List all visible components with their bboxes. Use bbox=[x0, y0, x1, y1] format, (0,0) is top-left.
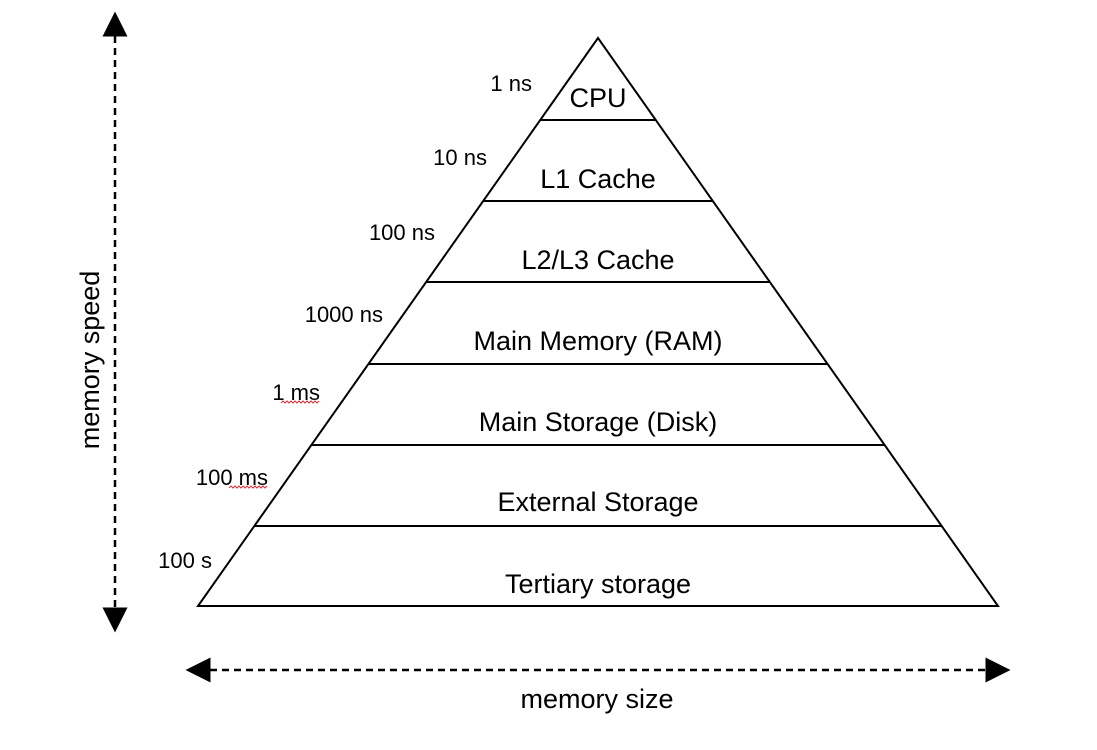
level-dividers bbox=[254, 119, 942, 527]
latency-cpu: 1 ns bbox=[490, 71, 532, 96]
latency-tertiary: 100 s bbox=[158, 548, 212, 573]
level-tertiary-storage: Tertiary storage bbox=[505, 569, 691, 599]
level-main-storage: Main Storage (Disk) bbox=[479, 407, 718, 437]
latency-l1: 10 ns bbox=[433, 145, 487, 170]
level-l1-cache: L1 Cache bbox=[540, 164, 656, 194]
level-l2-l3-cache: L2/L3 Cache bbox=[521, 245, 674, 275]
size-axis-label: memory size bbox=[520, 684, 673, 714]
latency-l2-l3: 100 ns bbox=[369, 220, 435, 245]
latency-external: 100 ms bbox=[196, 465, 268, 490]
level-external-storage: External Storage bbox=[497, 487, 698, 517]
latency-disk: 1 ms bbox=[272, 380, 320, 405]
latency-ram: 1000 ns bbox=[305, 302, 383, 327]
spellcheck-underline bbox=[280, 400, 320, 404]
spellcheck-underline bbox=[228, 485, 268, 489]
level-main-memory: Main Memory (RAM) bbox=[473, 326, 722, 356]
pyramid-outline bbox=[196, 36, 1000, 607]
speed-axis-label: memory speed bbox=[75, 271, 105, 450]
level-cpu: CPU bbox=[569, 83, 626, 113]
